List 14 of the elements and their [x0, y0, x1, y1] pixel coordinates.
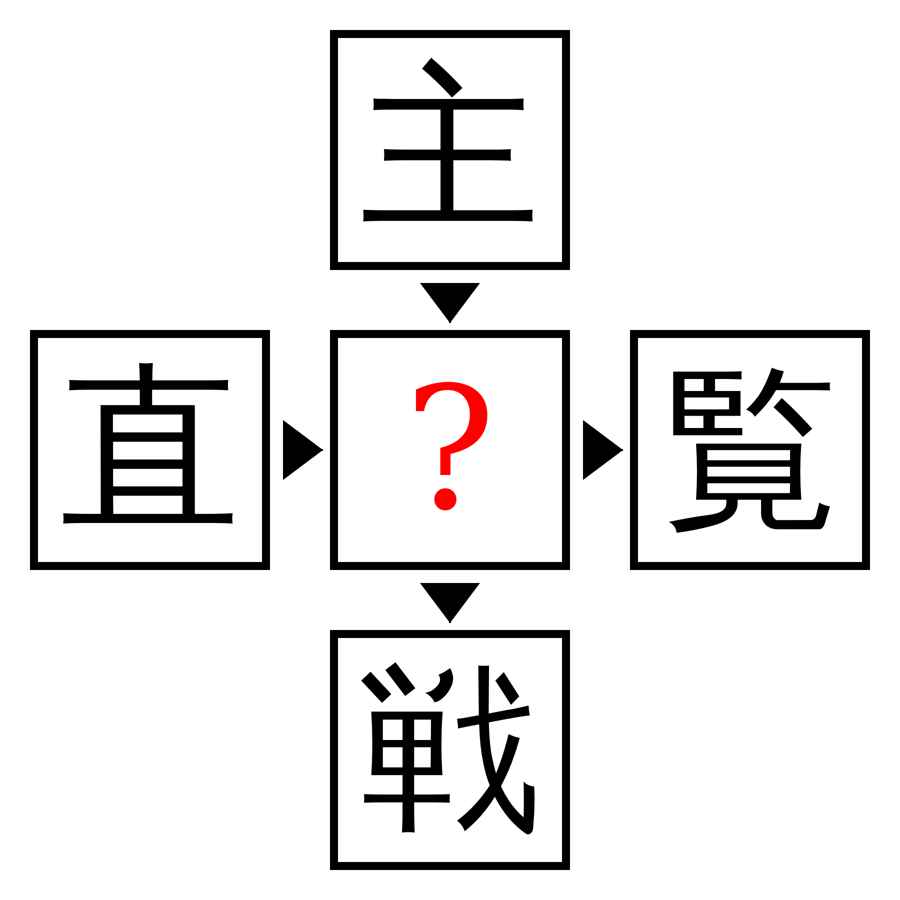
kanji-character: 覧	[660, 360, 840, 540]
arrow	[420, 283, 480, 323]
character-box	[330, 330, 570, 570]
kanji-character: 主	[360, 60, 540, 240]
character-box	[330, 630, 570, 870]
kanji-character: 直	[60, 360, 240, 540]
kanji-character: 戦	[360, 660, 540, 840]
arrow	[420, 583, 480, 623]
character-box	[630, 330, 870, 570]
question-mark: ?	[404, 365, 496, 535]
arrow	[583, 420, 623, 480]
character-box	[330, 30, 570, 270]
arrow	[283, 420, 323, 480]
character-box	[30, 330, 270, 570]
